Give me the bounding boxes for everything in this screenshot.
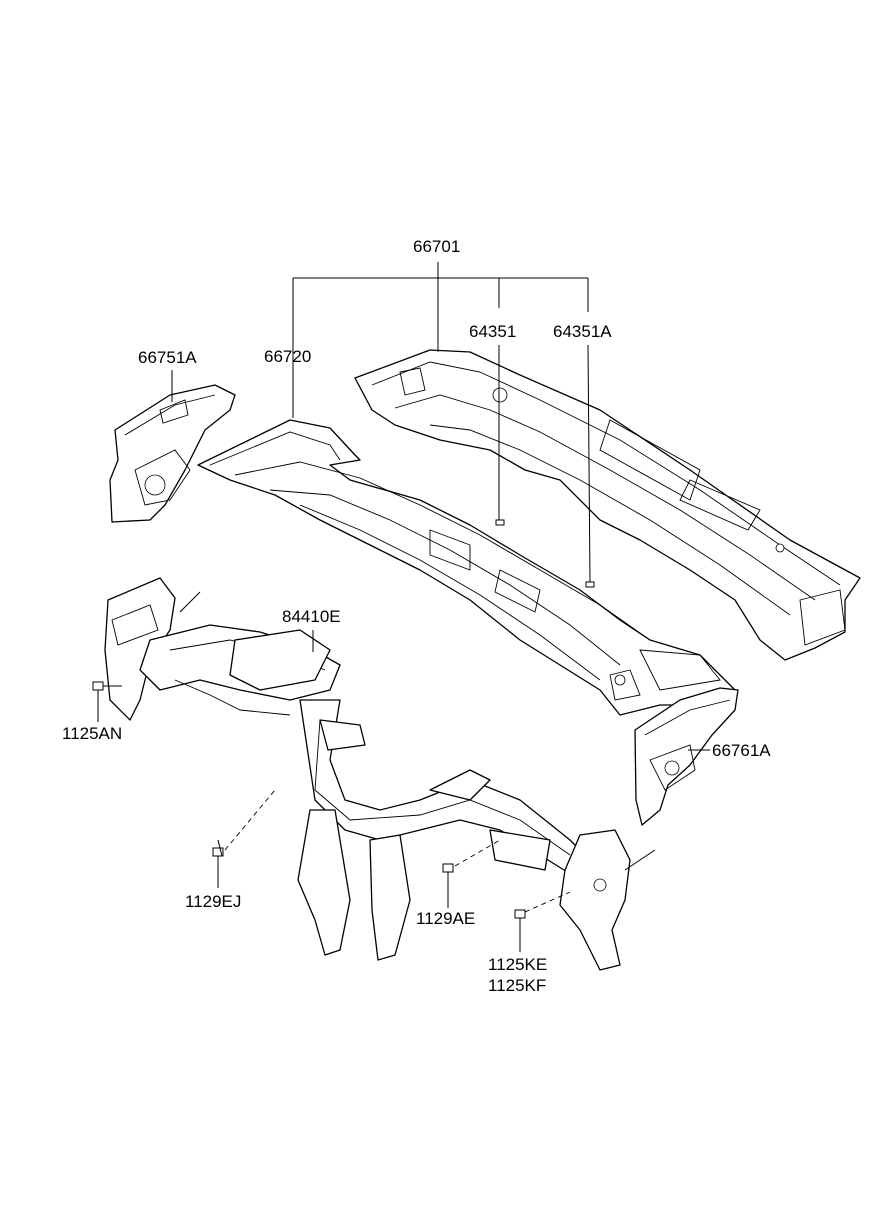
- label-1129ae: 1129AE: [416, 909, 475, 928]
- clip-64351: [495, 519, 505, 526]
- clip-64351a: [585, 581, 595, 588]
- label-66761a: 66761A: [712, 741, 771, 760]
- side-bracket-lh: [109, 384, 236, 523]
- label-66751a: 66751A: [138, 348, 197, 367]
- bolt-1125ke: [514, 909, 526, 919]
- crossmember-assembly: [104, 577, 656, 971]
- label-1125an: 1125AN: [62, 724, 122, 743]
- side-bracket-rh: [634, 687, 739, 826]
- label-1125ke: 1125KE: [488, 955, 547, 974]
- leader-lines: [97, 262, 710, 952]
- label-84410e: 84410E: [282, 607, 341, 626]
- bolt-1129ae: [442, 863, 454, 873]
- cowl-panel-lower: [197, 419, 736, 716]
- label-64351a: 64351A: [553, 322, 612, 341]
- bolt-1129ej: [212, 839, 224, 857]
- label-66720: 66720: [264, 347, 311, 366]
- label-1129ej: 1129EJ: [185, 892, 241, 911]
- label-66701: 66701: [413, 237, 460, 256]
- part-labels: 66701 66720 64351 64351A 66751A 66761A 8…: [62, 237, 771, 995]
- label-64351: 64351: [469, 322, 516, 341]
- label-1125kf: 1125KF: [488, 976, 546, 995]
- cowl-panel-upper: [354, 349, 861, 661]
